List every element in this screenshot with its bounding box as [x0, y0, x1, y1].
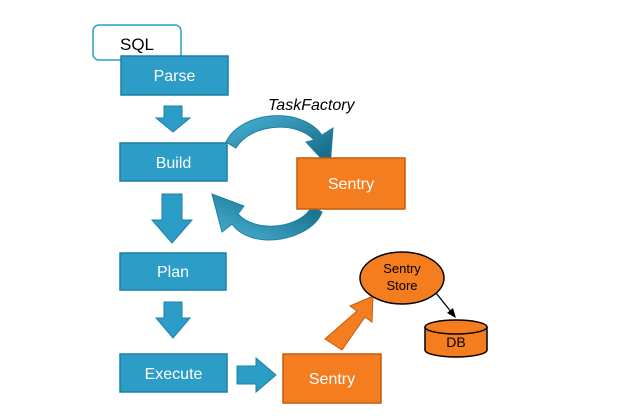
execute-node: Execute	[119, 353, 228, 393]
arrow-store-to-db	[435, 292, 456, 318]
sentry-store-node: Sentry Store	[359, 251, 445, 305]
db-label: DB	[446, 334, 465, 350]
parse-node: Parse	[120, 55, 229, 96]
cycle-arrow-bottom	[211, 193, 323, 241]
sentry-build-label: Sentry	[328, 176, 374, 193]
sentry-execute-label: Sentry	[309, 371, 355, 388]
plan-label: Plan	[157, 264, 189, 281]
parse-label: Parse	[154, 68, 196, 85]
sentry-build-node: Sentry	[296, 157, 406, 210]
arrow-sentry-to-store	[324, 295, 374, 351]
execute-label: Execute	[145, 366, 203, 383]
arrow-execute-to-sentry	[236, 356, 277, 394]
build-label: Build	[156, 155, 192, 172]
sql-label: SQL	[120, 35, 154, 54]
sentry-execute-node: Sentry	[282, 353, 382, 404]
arrow-plan-to-execute	[154, 301, 192, 339]
arrow-parse-to-build	[154, 105, 192, 133]
sql-node: SQL	[92, 24, 182, 61]
arrow-build-to-plan	[150, 193, 194, 244]
sentry-store-label-line2: Store	[386, 278, 417, 293]
build-node: Build	[119, 142, 228, 182]
sentry-store-label-line1: Sentry	[383, 261, 421, 276]
task-factory-label: TaskFactory	[268, 97, 356, 114]
plan-node: Plan	[119, 252, 227, 291]
db-node: DB	[424, 319, 488, 358]
